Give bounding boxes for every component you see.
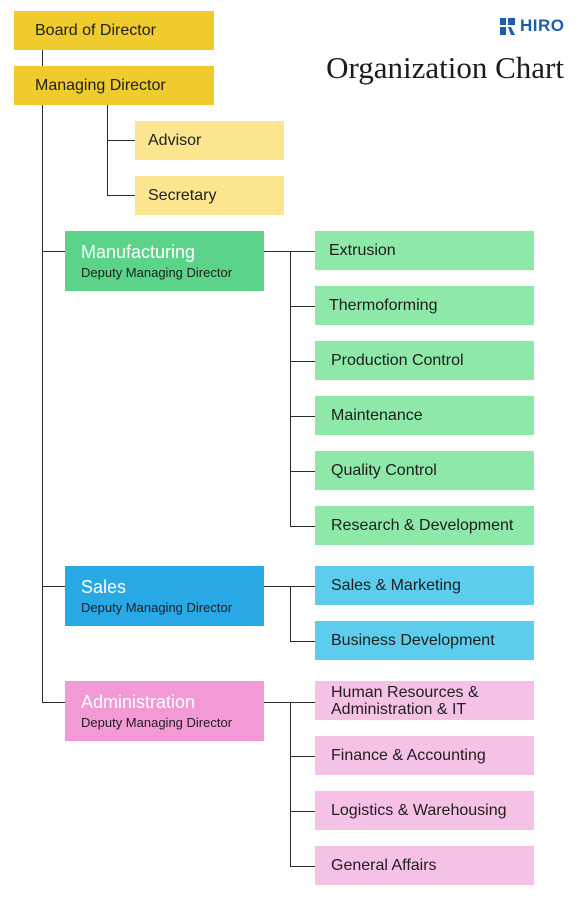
- production-control-label: Production Control: [331, 351, 464, 369]
- secretary-box: Secretary: [135, 176, 284, 215]
- research-development-box: Research & Development: [315, 506, 534, 545]
- connector-board-managing: [42, 50, 43, 66]
- connector-maintenance: [290, 416, 315, 417]
- secretary-label: Secretary: [148, 186, 217, 204]
- logistics-warehousing-box: Logistics & Warehousing: [315, 791, 534, 830]
- manufacturing-division-role: Deputy Managing Director: [81, 264, 233, 280]
- sales-marketing-label: Sales & Marketing: [331, 576, 461, 594]
- sales-marketing-box: Sales & Marketing: [315, 566, 534, 605]
- general-affairs-label: General Affairs: [331, 856, 437, 874]
- connector-production-control: [290, 361, 315, 362]
- connector-sales-head-bus: [264, 586, 290, 587]
- quality-control-box: Quality Control: [315, 451, 534, 490]
- connector-logistics-warehousing: [290, 811, 315, 812]
- connector-admin-bus: [290, 702, 291, 866]
- hr-admin-it-label: Human Resources & Administration & IT: [331, 683, 479, 718]
- connector-manufacturing: [42, 251, 65, 252]
- sales-division-role: Deputy Managing Director: [81, 599, 233, 615]
- administration-division-title: Administration: [81, 691, 196, 712]
- connector-manufacturing-head-bus: [264, 251, 290, 252]
- board-of-director-label: Board of Director: [35, 21, 156, 39]
- advisor-label: Advisor: [148, 131, 202, 149]
- hr-admin-it-box: Human Resources & Administration & IT: [315, 681, 534, 720]
- logistics-warehousing-label: Logistics & Warehousing: [331, 801, 507, 819]
- connector-secretary: [107, 195, 135, 196]
- sales-division-box: Sales Deputy Managing Director: [65, 566, 264, 626]
- business-development-label: Business Development: [331, 631, 495, 649]
- research-development-label: Research & Development: [331, 516, 514, 534]
- quality-control-label: Quality Control: [331, 461, 437, 479]
- production-control-box: Production Control: [315, 341, 534, 380]
- connector-sales-bus: [290, 586, 291, 641]
- extrusion-label: Extrusion: [329, 241, 396, 259]
- connector-staff-trunk: [107, 105, 108, 195]
- managing-director-label: Managing Director: [35, 76, 166, 94]
- connector-advisor: [107, 140, 135, 141]
- connector-manufacturing-bus: [290, 251, 291, 526]
- connector-business-development: [290, 641, 315, 642]
- connector-research-development: [290, 526, 315, 527]
- manufacturing-division-box: Manufacturing Deputy Managing Director: [65, 231, 264, 291]
- business-development-box: Business Development: [315, 621, 534, 660]
- board-of-director-box: Board of Director: [14, 11, 214, 50]
- finance-accounting-label: Finance & Accounting: [331, 746, 486, 764]
- maintenance-label: Maintenance: [331, 406, 423, 424]
- brand-name: HIRO: [520, 16, 565, 35]
- administration-division-box: Administration Deputy Managing Director: [65, 681, 264, 741]
- connector-thermoforming: [290, 306, 315, 307]
- managing-director-box: Managing Director: [14, 66, 214, 105]
- thermoforming-label: Thermoforming: [329, 296, 438, 314]
- page-title: Organization Chart: [326, 50, 564, 85]
- connector-sales-marketing: [290, 586, 315, 587]
- connector-administration: [42, 702, 65, 703]
- connector-sales: [42, 586, 65, 587]
- connector-quality-control: [290, 471, 315, 472]
- connector-finance-accounting: [290, 756, 315, 757]
- connector-main-trunk: [42, 105, 43, 702]
- connector-extrusion: [290, 251, 315, 252]
- maintenance-box: Maintenance: [315, 396, 534, 435]
- sales-division-title: Sales: [81, 576, 127, 597]
- advisor-box: Advisor: [135, 121, 284, 160]
- finance-accounting-box: Finance & Accounting: [315, 736, 534, 775]
- administration-division-role: Deputy Managing Director: [81, 714, 233, 730]
- connector-hr-admin-it: [290, 702, 315, 703]
- thermoforming-box: Thermoforming: [315, 286, 534, 325]
- hiro-logo-icon: [500, 17, 515, 35]
- connector-admin-head-bus: [264, 702, 290, 703]
- brand-logo: HIRO: [500, 16, 565, 36]
- connector-general-affairs: [290, 866, 315, 867]
- manufacturing-division-title: Manufacturing: [81, 241, 196, 262]
- extrusion-box: Extrusion: [315, 231, 534, 270]
- general-affairs-box: General Affairs: [315, 846, 534, 885]
